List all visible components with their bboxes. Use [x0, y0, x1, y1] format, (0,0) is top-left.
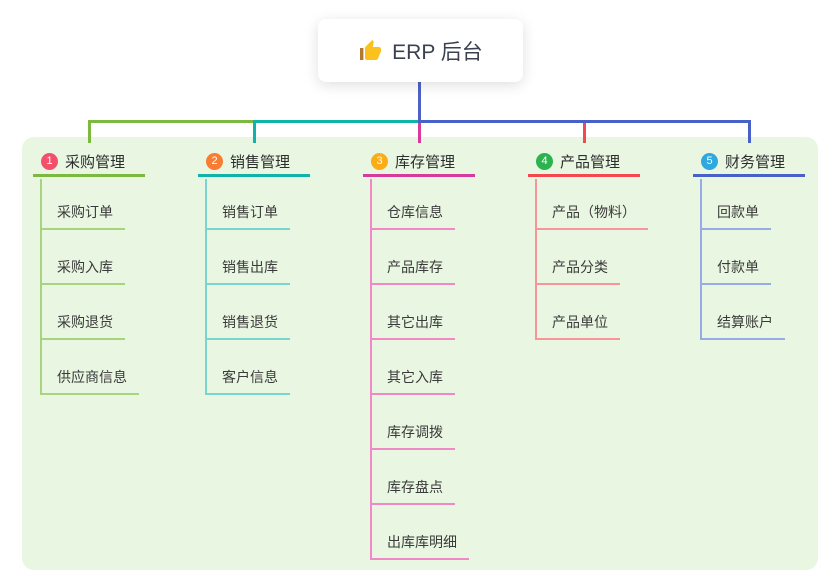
- connector-drop-line: [748, 120, 751, 143]
- branch-rail-line: [40, 179, 42, 395]
- branch-rail-line: [205, 179, 207, 395]
- child-node[interactable]: 客户信息: [205, 367, 290, 395]
- branch-node-3[interactable]: 3 库存管理: [363, 149, 475, 177]
- connector-bus-line: [420, 120, 751, 123]
- connector-drop-line: [88, 120, 91, 143]
- child-node[interactable]: 其它入库: [370, 367, 455, 395]
- child-node[interactable]: 产品分类: [535, 257, 620, 285]
- branch-node-label: 财务管理: [725, 154, 786, 171]
- child-node[interactable]: 回款单: [700, 202, 771, 230]
- child-node[interactable]: 出库库明细: [370, 532, 469, 560]
- child-node[interactable]: 付款单: [700, 257, 771, 285]
- branch-node-2[interactable]: 2 销售管理: [198, 149, 310, 177]
- branch-node-label: 采购管理: [65, 154, 126, 171]
- branch-node-5[interactable]: 5 财务管理: [693, 149, 805, 177]
- child-node[interactable]: 销售订单: [205, 202, 290, 230]
- connector-bus-line: [88, 120, 253, 123]
- child-node[interactable]: 库存调拨: [370, 422, 455, 450]
- child-node[interactable]: 采购订单: [40, 202, 125, 230]
- branch-number-badge: 3: [371, 153, 388, 170]
- branch-number-badge: 2: [206, 153, 223, 170]
- child-node[interactable]: 其它出库: [370, 312, 455, 340]
- child-node[interactable]: 采购退货: [40, 312, 125, 340]
- branch-node-4[interactable]: 4 产品管理: [528, 149, 640, 177]
- child-node[interactable]: 结算账户: [700, 312, 785, 340]
- branch-rail-line: [700, 179, 702, 340]
- child-node[interactable]: 产品库存: [370, 257, 455, 285]
- branches-panel: [22, 137, 818, 570]
- child-node[interactable]: 产品（物料）: [535, 202, 648, 230]
- child-node[interactable]: 产品单位: [535, 312, 620, 340]
- child-node[interactable]: 销售出库: [205, 257, 290, 285]
- connector-drop-line: [253, 120, 256, 143]
- connector-drop-line: [418, 120, 421, 143]
- connector-drop-line: [583, 120, 586, 143]
- branch-node-label: 产品管理: [560, 154, 621, 171]
- branch-number-badge: 4: [536, 153, 553, 170]
- branch-node-label: 销售管理: [230, 154, 291, 171]
- child-node[interactable]: 供应商信息: [40, 367, 139, 395]
- root-stem-line: [418, 82, 421, 123]
- branch-node-1[interactable]: 1 采购管理: [33, 149, 145, 177]
- root-node-label: ERP 后台: [392, 40, 483, 64]
- branch-node-label: 库存管理: [395, 154, 456, 171]
- branch-number-badge: 1: [41, 153, 58, 170]
- thumbs-up-icon: [358, 39, 382, 63]
- child-node[interactable]: 仓库信息: [370, 202, 455, 230]
- connector-bus-line: [253, 120, 420, 123]
- child-node[interactable]: 采购入库: [40, 257, 125, 285]
- branch-rail-line: [535, 179, 537, 340]
- root-node[interactable]: ERP 后台: [318, 19, 523, 82]
- child-node[interactable]: 库存盘点: [370, 477, 455, 505]
- branch-rail-line: [370, 179, 372, 560]
- child-node[interactable]: 销售退货: [205, 312, 290, 340]
- branch-number-badge: 5: [701, 153, 718, 170]
